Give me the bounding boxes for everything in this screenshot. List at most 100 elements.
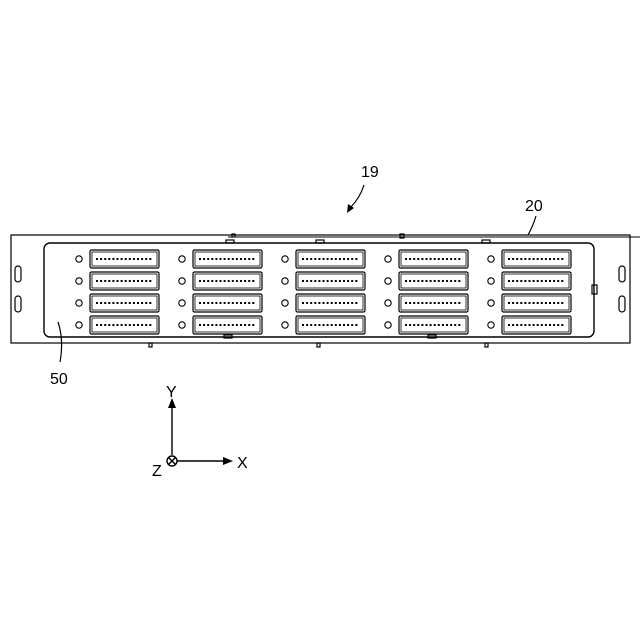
connector-pin xyxy=(248,302,250,304)
connector-pin xyxy=(438,324,440,326)
connector-pin xyxy=(454,324,456,326)
connector-pin xyxy=(351,280,353,282)
connector-pin xyxy=(347,324,349,326)
connector-pin xyxy=(203,258,205,260)
leader-panel xyxy=(58,322,62,362)
connector-pin xyxy=(228,280,230,282)
connector-pin xyxy=(339,324,341,326)
connector-pin xyxy=(236,302,238,304)
connector-pin xyxy=(442,280,444,282)
leader-chassis xyxy=(528,216,536,235)
indicator-hole xyxy=(282,300,288,306)
x-axis-arrowhead xyxy=(223,457,233,465)
connector-pin xyxy=(108,258,110,260)
connector-pin xyxy=(450,302,452,304)
connector-pin xyxy=(108,302,110,304)
connector-pin xyxy=(302,324,304,326)
connector-pin xyxy=(516,324,518,326)
connector-pin xyxy=(557,302,559,304)
connector-pin xyxy=(561,302,563,304)
connector-pin xyxy=(549,302,551,304)
connector-pin xyxy=(100,258,102,260)
connector-pin xyxy=(537,324,539,326)
connector-pin xyxy=(252,324,254,326)
connector-grid xyxy=(76,250,571,334)
connector-pin xyxy=(314,280,316,282)
connector-pin xyxy=(405,324,407,326)
connector-pin xyxy=(454,280,456,282)
connector-pin xyxy=(129,324,131,326)
connector-pin xyxy=(529,324,531,326)
connector-pin xyxy=(129,302,131,304)
right-mount-slot-lower xyxy=(619,296,625,312)
connector-pin xyxy=(121,324,123,326)
connector-pin xyxy=(137,324,139,326)
connector-pin xyxy=(129,280,131,282)
connector-pin xyxy=(199,280,201,282)
indicator-hole xyxy=(385,322,391,328)
connector-pin xyxy=(207,302,209,304)
indicator-hole xyxy=(179,256,185,262)
connector-pin xyxy=(553,324,555,326)
connector-pin xyxy=(137,280,139,282)
connector-pin xyxy=(533,302,535,304)
connector-pin xyxy=(203,280,205,282)
connector-pin xyxy=(355,280,357,282)
connector-pin xyxy=(541,258,543,260)
connector-pin xyxy=(100,302,102,304)
indicator-hole xyxy=(488,300,494,306)
label-panel: 50 xyxy=(50,371,68,388)
connector-pin xyxy=(355,302,357,304)
connector-pin xyxy=(541,324,543,326)
connector-pin xyxy=(215,324,217,326)
ref-panel: 50 xyxy=(50,322,68,388)
connector-pin xyxy=(220,302,222,304)
connector-pin xyxy=(417,324,419,326)
connector-pin xyxy=(524,324,526,326)
connector-pin xyxy=(450,324,452,326)
ref-chassis: 20 xyxy=(525,198,543,235)
connector-pin xyxy=(323,302,325,304)
connector-pin xyxy=(549,280,551,282)
connector-pin xyxy=(302,302,304,304)
connector-pin xyxy=(310,258,312,260)
connector-pin xyxy=(224,258,226,260)
connector-pin xyxy=(199,324,201,326)
connector-pin xyxy=(104,258,106,260)
connector-pin xyxy=(108,280,110,282)
connector-pin xyxy=(145,302,147,304)
connector-pin xyxy=(446,302,448,304)
connector-pin xyxy=(426,258,428,260)
connector-pin xyxy=(240,280,242,282)
connector-pin xyxy=(318,280,320,282)
connector-pin xyxy=(207,280,209,282)
connector-pin xyxy=(537,280,539,282)
connector-pin xyxy=(331,258,333,260)
connector-pin xyxy=(133,280,135,282)
connector-pin xyxy=(405,302,407,304)
connector-pin xyxy=(561,280,563,282)
connector-pin xyxy=(561,324,563,326)
connector-pin xyxy=(240,302,242,304)
connector-pin xyxy=(541,280,543,282)
connector-pin xyxy=(248,258,250,260)
connector-pin xyxy=(310,280,312,282)
connector-pin xyxy=(553,258,555,260)
connector-pin xyxy=(306,280,308,282)
connector-pin xyxy=(141,280,143,282)
connector-pin xyxy=(141,324,143,326)
connector-pin xyxy=(409,258,411,260)
connector-pin xyxy=(529,302,531,304)
connector-pin xyxy=(314,258,316,260)
indicator-hole xyxy=(76,278,82,284)
connector-pin xyxy=(306,258,308,260)
connector-pin xyxy=(454,258,456,260)
connector-pin xyxy=(426,324,428,326)
connector-pin xyxy=(220,280,222,282)
connector-pin xyxy=(355,324,357,326)
indicator-hole xyxy=(488,278,494,284)
connector-pin xyxy=(215,280,217,282)
connector-pin xyxy=(343,280,345,282)
connector-pin xyxy=(508,302,510,304)
